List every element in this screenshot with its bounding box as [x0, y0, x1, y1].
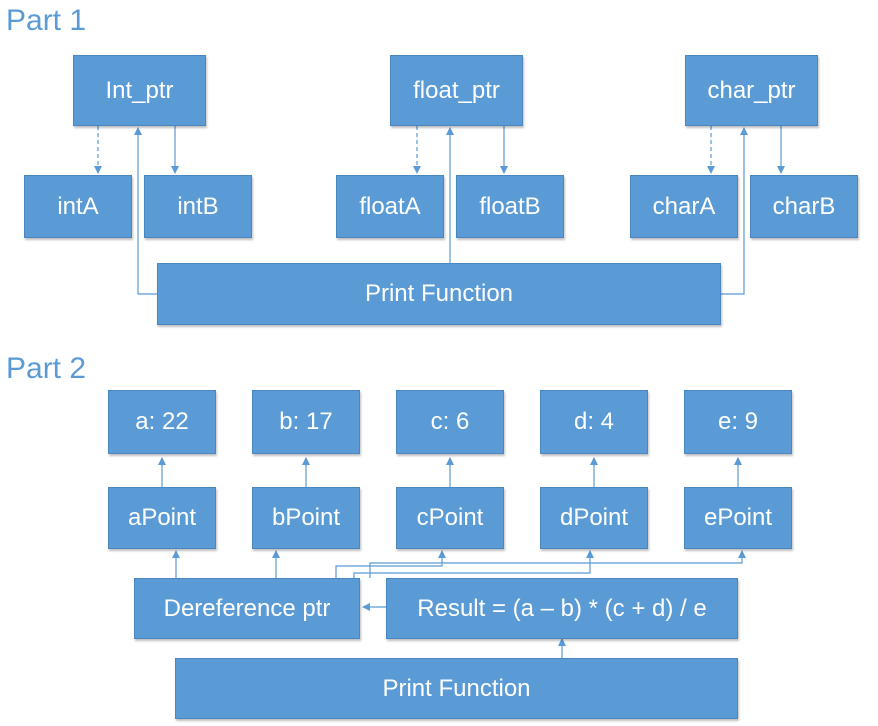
- value-a-box: a: 22: [108, 390, 216, 454]
- print-to-int-ptr: [134, 127, 157, 295]
- dereference-ptr-box: Dereference ptr: [134, 578, 360, 639]
- deref-to-cPoint: [335, 550, 446, 578]
- deref-to-ePoint: [369, 550, 746, 578]
- cPoint-box: cPoint: [396, 487, 504, 549]
- print-to-char-ptr: [720, 127, 748, 295]
- part-1-heading: Part 1: [6, 4, 87, 37]
- float-ptr-box: float_ptr: [390, 55, 523, 126]
- value-e-box: e: 9: [684, 390, 792, 454]
- value-b-box: b: 17: [252, 390, 360, 454]
- deref-to-dPoint: [353, 550, 594, 578]
- value-c-box: c: 6: [396, 390, 504, 454]
- value-d-box: d: 4: [540, 390, 648, 454]
- charA-box: charA: [630, 175, 738, 238]
- part-2-heading: Part 2: [6, 352, 87, 385]
- result-formula-box: Result = (a – b) * (c + d) / e: [386, 578, 738, 639]
- int-ptr-box: Int_ptr: [73, 55, 206, 126]
- floatB-box: floatB: [456, 175, 564, 238]
- charB-box: charB: [750, 175, 858, 238]
- bPoint-box: bPoint: [252, 487, 360, 549]
- part1-print-function-box: Print Function: [157, 263, 721, 325]
- part2-print-function-box: Print Function: [175, 658, 738, 719]
- char-ptr-box: char_ptr: [685, 55, 818, 126]
- dPoint-box: dPoint: [540, 487, 648, 549]
- aPoint-box: aPoint: [108, 487, 216, 549]
- floatA-box: floatA: [336, 175, 444, 238]
- intB-box: intB: [144, 175, 252, 238]
- intA-box: intA: [24, 175, 132, 238]
- ePoint-box: ePoint: [684, 487, 792, 549]
